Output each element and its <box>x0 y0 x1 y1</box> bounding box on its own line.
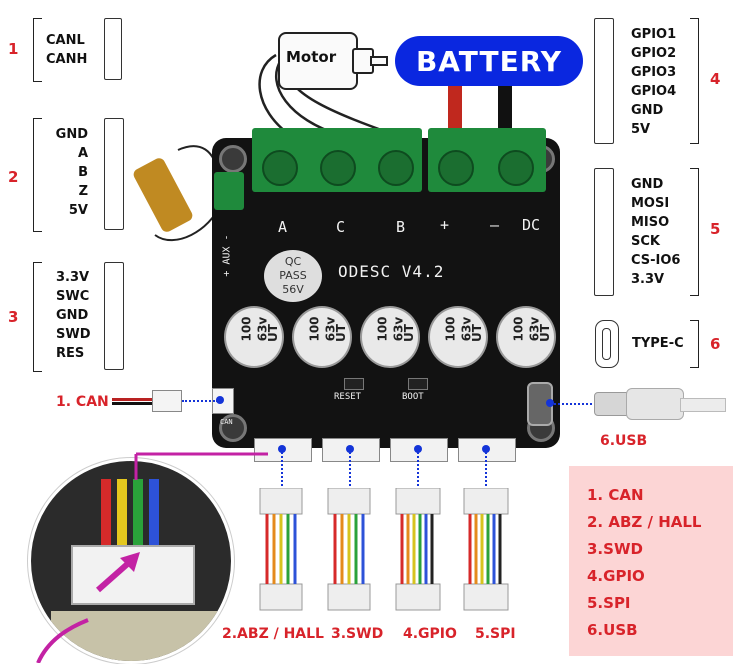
terminal-screw <box>320 150 356 186</box>
capacitor-text: UT <box>402 324 416 342</box>
legend-box: 1. CAN 2. ABZ / HALL 3.SWD 4.GPIO 5.SPI … <box>569 466 733 656</box>
can-callout-label: 1. CAN <box>56 394 109 410</box>
bottom-label-spi: 5.SPI <box>475 626 516 642</box>
battery-label: BATTERY <box>416 45 562 78</box>
dc-plus-label: + <box>440 216 449 234</box>
usb-plug <box>594 392 630 416</box>
usb-callout-label: 6.USB <box>600 433 647 449</box>
qc-pass-sticker: QC PASS 56V <box>264 250 322 302</box>
capacitor: 100 63v UT <box>428 306 488 368</box>
terminal-screw <box>378 150 414 186</box>
capacitor-text: 100 <box>308 316 322 341</box>
capacitor-text: 100 <box>512 316 526 341</box>
motor-label: Motor <box>286 48 336 66</box>
can-cable-red <box>112 398 152 401</box>
boot-button[interactable] <box>408 378 428 390</box>
bottom-cables <box>250 488 540 618</box>
swd-leader <box>349 452 351 490</box>
can-pad-label: CAN <box>220 418 233 426</box>
phase-label-a: A <box>278 218 287 236</box>
legend-item: 4.GPIO <box>587 567 733 585</box>
usb-plug-body <box>626 388 684 420</box>
gpio-leader <box>417 452 419 490</box>
capacitor: 100 63v UT <box>224 306 284 368</box>
capacitor-text: 100 <box>240 316 254 341</box>
legend-item: 3.SWD <box>587 540 733 558</box>
dc-label: DC <box>522 216 540 234</box>
capacitor-text: 100 <box>444 316 458 341</box>
terminal-screw <box>498 150 534 186</box>
abz-leader <box>281 452 283 490</box>
usb-leader <box>550 403 596 405</box>
legend-item: 6.USB <box>587 621 733 639</box>
capacitor: 100 63v UT <box>496 306 556 368</box>
terminal-screw <box>262 150 298 186</box>
aux-terminal <box>214 172 244 210</box>
can-plug <box>152 390 182 412</box>
zoom-arrows <box>28 440 268 663</box>
board-name: ODESC V4.2 <box>338 262 444 281</box>
motor-shaft-tip <box>370 56 388 66</box>
phase-label-b: B <box>396 218 405 236</box>
reset-button[interactable] <box>344 378 364 390</box>
can-point <box>216 396 224 404</box>
legend-item: 5.SPI <box>587 594 733 612</box>
qc-text: QC <box>264 255 322 269</box>
boot-label: BOOT <box>402 392 424 402</box>
spi-leader <box>485 452 487 490</box>
legend-item: 2. ABZ / HALL <box>587 513 733 531</box>
can-leader <box>182 400 218 402</box>
usb-cable <box>680 398 726 412</box>
dc-minus-label: — <box>490 216 499 234</box>
reset-label: RESET <box>334 392 361 402</box>
capacitor-text: UT <box>538 324 552 342</box>
motor-body: Motor <box>278 32 358 90</box>
capacitor-text: UT <box>470 324 484 342</box>
mounting-hole <box>219 145 247 173</box>
qc-text: 56V <box>264 283 322 297</box>
can-cable-black <box>112 402 152 405</box>
capacitor: 100 63v UT <box>292 306 352 368</box>
capacitor-text: 100 <box>376 316 390 341</box>
capacitor: 100 63v UT <box>360 306 420 368</box>
battery-badge: BATTERY <box>395 36 583 86</box>
bottom-label-gpio: 4.GPIO <box>403 626 457 642</box>
phase-label-c: C <box>336 218 345 236</box>
usb-point <box>546 399 554 407</box>
terminal-screw <box>438 150 474 186</box>
capacitor-text: UT <box>334 324 348 342</box>
bottom-label-swd: 3.SWD <box>331 626 383 642</box>
legend-item: 1. CAN <box>587 486 733 504</box>
qc-text: PASS <box>264 269 322 283</box>
capacitor-text: UT <box>266 324 280 342</box>
aux-label: + AUX - <box>222 234 233 276</box>
